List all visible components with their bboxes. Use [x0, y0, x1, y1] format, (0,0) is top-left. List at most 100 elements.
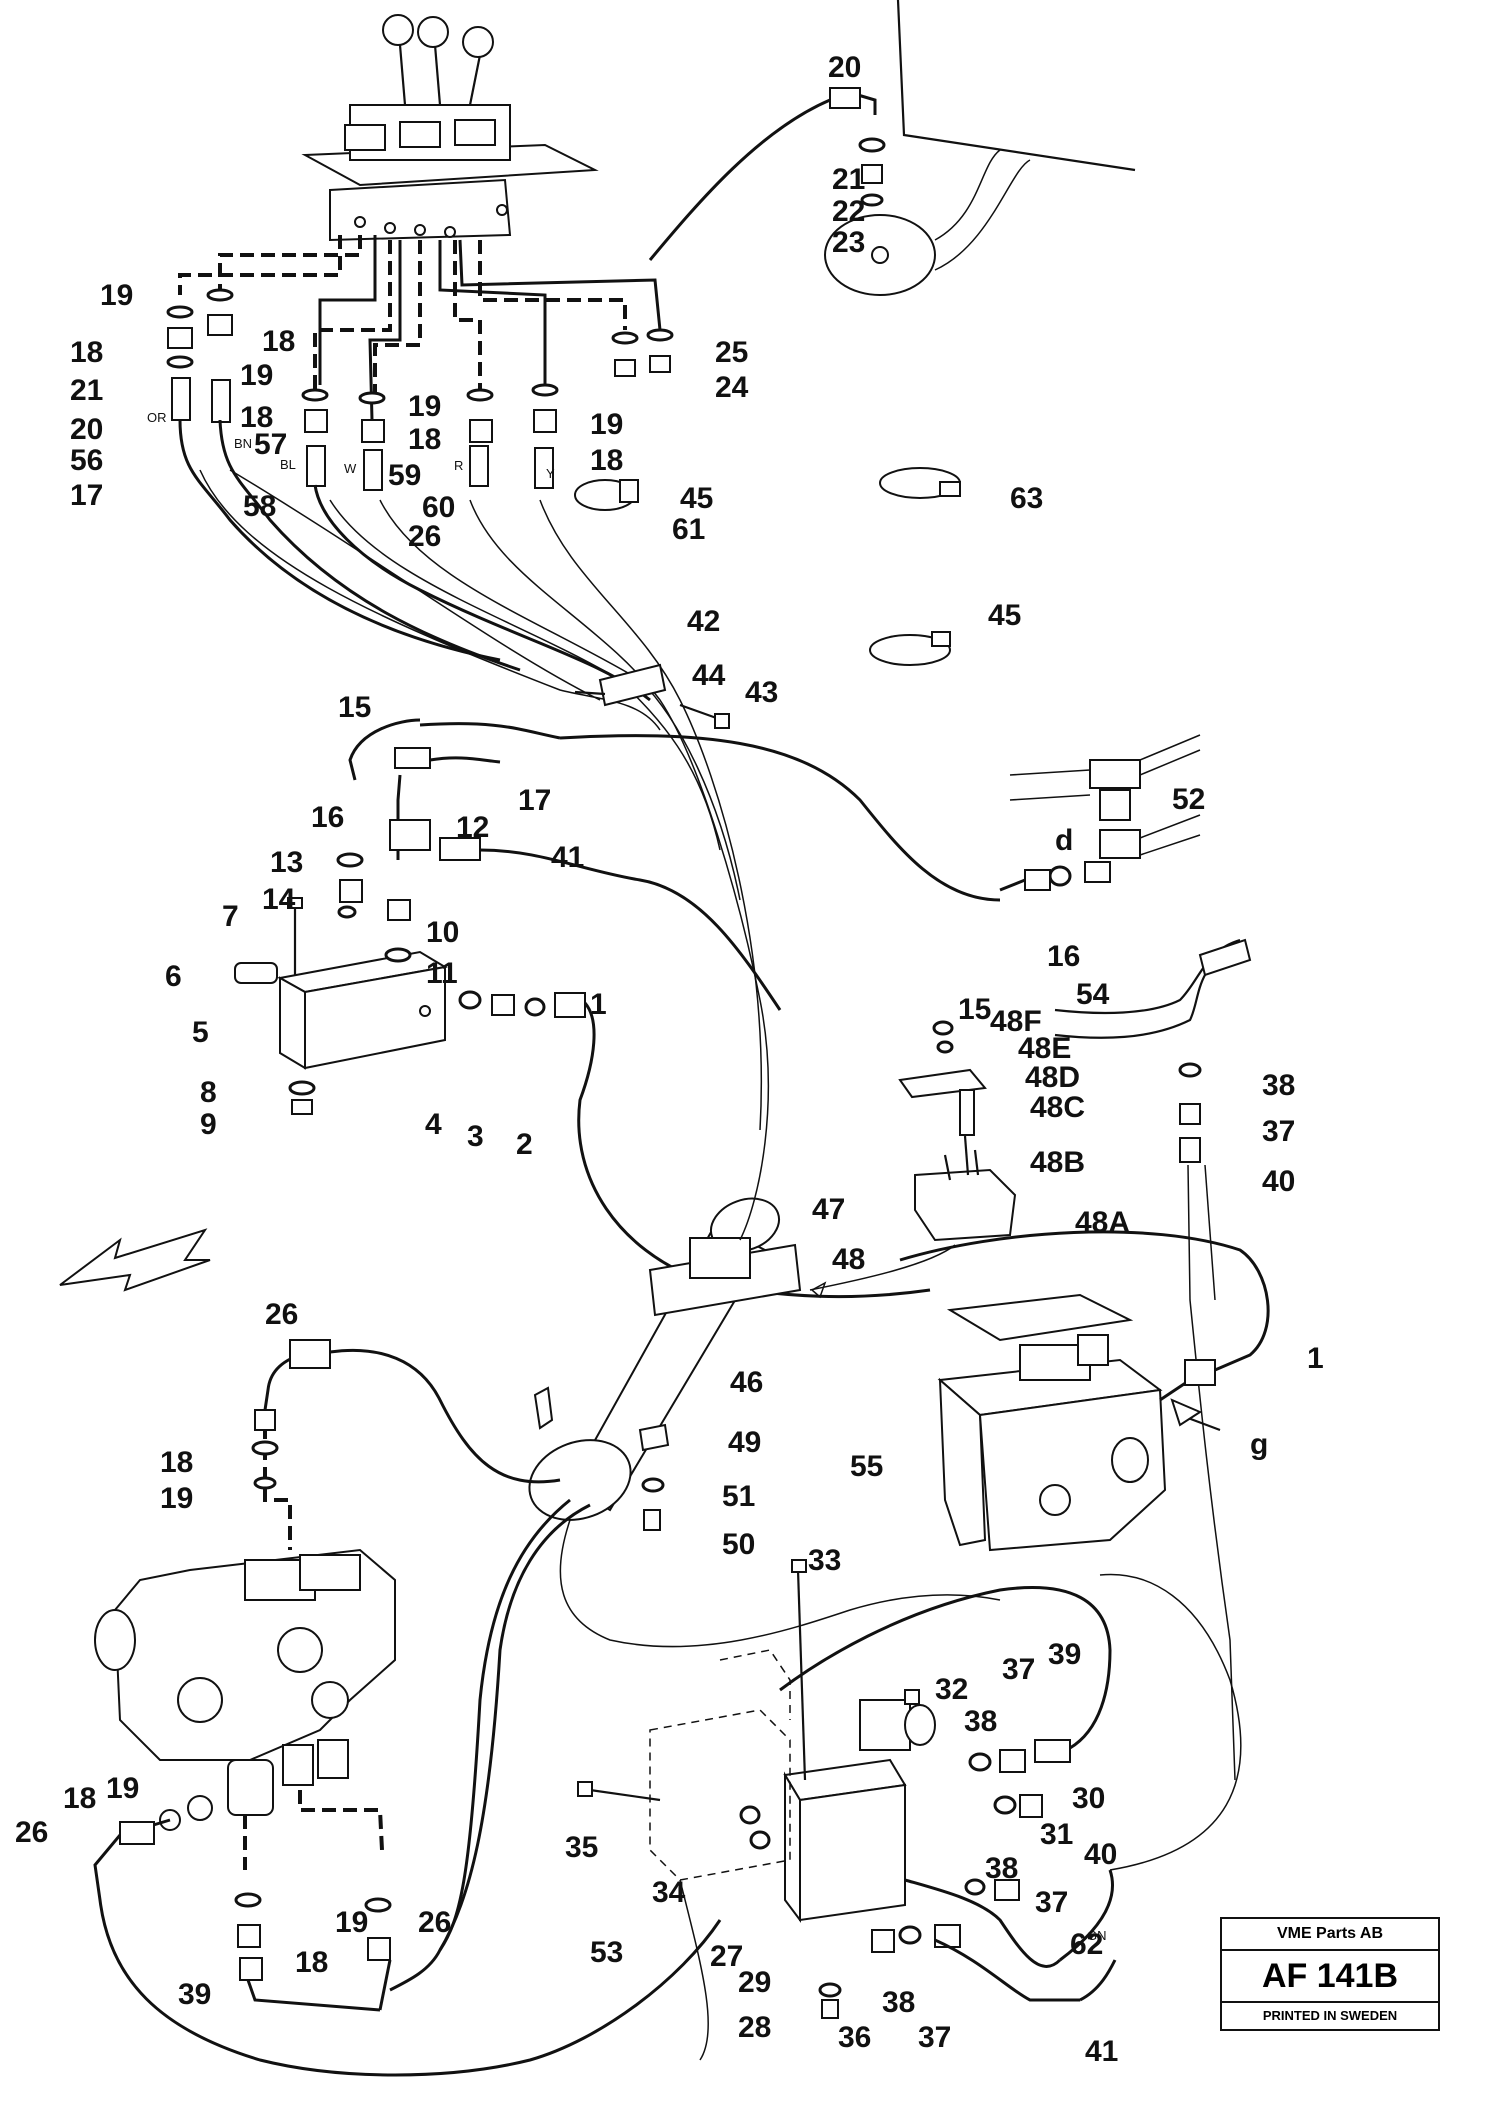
- tee-fitting-52: [999, 734, 1201, 892]
- solenoid-hoses: [679, 1573, 1242, 2061]
- part-number-label: 38: [985, 1852, 1018, 1885]
- part-number-label: 45: [988, 599, 1021, 632]
- part-number-label: 19: [408, 390, 441, 423]
- part-number-label: 1: [1307, 1342, 1324, 1375]
- part-number-label: 38: [964, 1705, 997, 1738]
- part-number-label: 9: [200, 1108, 217, 1141]
- part-number-label: 5: [192, 1016, 209, 1049]
- part-number-label: 18: [590, 444, 623, 477]
- part-number-label: 59: [388, 459, 421, 492]
- part-number-label: 37: [1035, 1886, 1068, 1919]
- part-number-label: 34: [652, 1876, 686, 1909]
- part-number-label: 42: [687, 605, 720, 638]
- part-number-label: 16: [1047, 940, 1080, 973]
- part-number-label: 63: [1010, 482, 1043, 515]
- part-number-label: 31: [1040, 1818, 1073, 1851]
- part-number-label: 29: [738, 1966, 771, 1999]
- part-number-label: 19: [100, 279, 133, 312]
- drawing-reference: AF 141B: [1222, 1951, 1438, 2003]
- part-number-label: 33: [808, 1544, 841, 1577]
- part-number-label: 20: [828, 51, 861, 84]
- part-number-label: 14: [262, 883, 296, 916]
- part-number-label: 43: [745, 676, 778, 709]
- part-number-label: 37: [1002, 1653, 1035, 1686]
- part-number-label: 18: [408, 423, 441, 456]
- part-number-label: 12: [456, 811, 489, 844]
- part-number-label: 19: [106, 1772, 139, 1805]
- part-number-label: 61: [672, 513, 705, 546]
- company-name: VME Parts AB: [1222, 1919, 1438, 1951]
- part-number-label: 47: [812, 1193, 845, 1226]
- part-number-label: 18: [70, 336, 103, 369]
- pilot-hoses: [199, 235, 763, 1131]
- part-number-label: 17: [518, 784, 551, 817]
- part-number-label: 20: [70, 413, 103, 446]
- part-number-label: 32: [935, 1673, 968, 1706]
- part-number-label: 2: [516, 1128, 533, 1161]
- part-number-label: 18: [160, 1446, 193, 1479]
- part-number-label: 41: [1085, 2035, 1118, 2068]
- part-number-label: 3: [467, 1120, 484, 1153]
- top-left-fittings: [166, 288, 674, 702]
- part-number-label: 48B: [1030, 1146, 1085, 1179]
- part-number-label: 23: [832, 226, 865, 259]
- part-number-label: 48E: [1018, 1032, 1071, 1065]
- part-number-label: 21: [70, 374, 103, 407]
- direction-arrow: [59, 1228, 211, 1292]
- part-number-label: 1: [590, 988, 607, 1021]
- part-number-label: 46: [730, 1366, 763, 1399]
- part-number-label: 45: [680, 482, 713, 515]
- hose-26-to-valve: [93, 1339, 722, 2077]
- part-number-label: 24: [715, 371, 749, 404]
- part-number-label: 15: [338, 691, 371, 724]
- hose-color-tag: Y: [546, 466, 555, 481]
- part-number-label: 56: [70, 444, 103, 477]
- hose-color-tag: GN: [1087, 1928, 1107, 1943]
- part-number-label: 4: [425, 1108, 442, 1141]
- part-number-label: 17: [70, 479, 103, 512]
- part-number-label: 30: [1072, 1782, 1105, 1815]
- part-number-label: 41: [551, 841, 584, 874]
- part-number-label: 44: [692, 659, 726, 692]
- part-number-label: 7: [222, 900, 239, 933]
- part-number-label: 26: [15, 1816, 48, 1849]
- brake-valve-pedal-unit: [899, 1230, 1270, 1552]
- part-number-label: 19: [240, 359, 273, 392]
- pedal-linkage: [809, 938, 1252, 1299]
- cab-hose-assembly: [648, 87, 1031, 296]
- part-number-label: 48A: [1075, 1206, 1130, 1239]
- part-number-label: 51: [722, 1480, 755, 1513]
- part-number-label: 36: [838, 2021, 871, 2054]
- hose-color-tag: BL: [280, 457, 296, 472]
- part-number-label: 26: [408, 520, 441, 553]
- part-number-label: 27: [710, 1940, 743, 1973]
- part-number-label: 48: [832, 1243, 865, 1276]
- main-control-valve: [94, 1409, 591, 2012]
- title-block: VME Parts AB AF 141B PRINTED IN SWEDEN: [1220, 1917, 1440, 2031]
- part-number-label: 38: [882, 1986, 915, 2019]
- part-number-label: 22: [832, 195, 865, 228]
- part-number-label: 18: [63, 1782, 96, 1815]
- cab-outline: [896, 0, 1136, 172]
- part-number-label: 62: [1070, 1928, 1103, 1961]
- hose-color-tag: W: [344, 461, 357, 476]
- part-number-label: 52: [1172, 783, 1205, 816]
- hose-color-tag: OR: [147, 410, 167, 425]
- part-number-label: 48F: [990, 1005, 1042, 1038]
- part-number-label: 11: [426, 957, 458, 990]
- part-number-label: 49: [728, 1426, 761, 1459]
- part-number-label: 25: [715, 336, 748, 369]
- part-number-label: 53: [590, 1936, 623, 1969]
- part-number-label: 18: [295, 1946, 328, 1979]
- part-number-label: 37: [918, 2021, 951, 2054]
- part-number-label: 19: [160, 1482, 193, 1515]
- part-number-label: g: [1250, 1428, 1268, 1461]
- hose-bracket-42: [574, 663, 730, 729]
- long-hoses: [559, 999, 1001, 1648]
- part-number-label: 54: [1076, 978, 1110, 1011]
- right-fittings-38-37-40: [1178, 1062, 1236, 1781]
- part-number-label: 39: [1048, 1638, 1081, 1671]
